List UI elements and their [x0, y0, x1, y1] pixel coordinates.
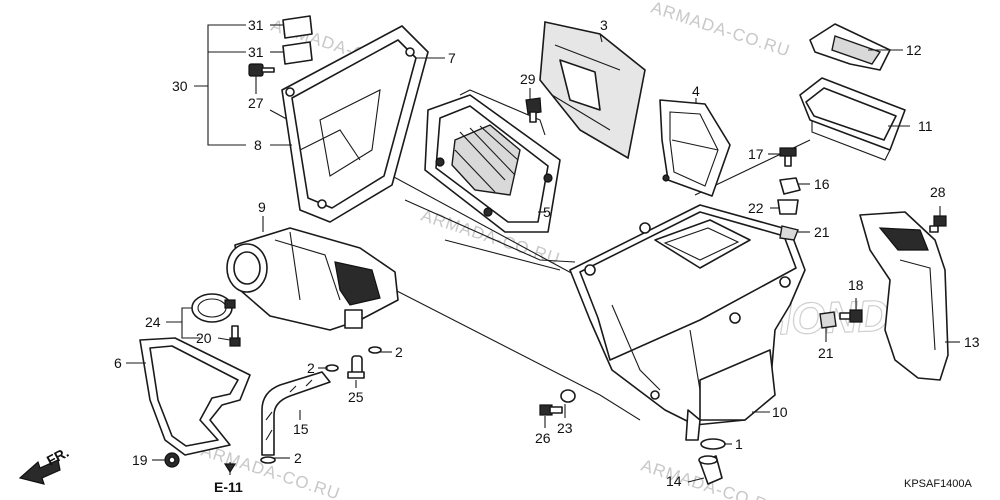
- nut-19: [164, 452, 180, 468]
- screw-28: [929, 215, 947, 233]
- callout-22: 22: [748, 200, 764, 216]
- callout-31: 31: [248, 17, 264, 33]
- callout-12: 12: [906, 42, 922, 58]
- intake-resonator: [226, 227, 399, 331]
- callout-28: 28: [930, 184, 946, 200]
- screw-27: [248, 63, 275, 77]
- fasteners-right: [777, 147, 863, 329]
- air-cleaner-cover: [281, 25, 429, 223]
- callout-8: 8: [254, 137, 262, 153]
- watermark-text: ARMADA-CO.RU: [649, 0, 793, 61]
- callout-21: 21: [814, 224, 830, 240]
- plug-25: [347, 355, 365, 379]
- drain-cap: [698, 455, 723, 485]
- callout-17: 17: [748, 146, 764, 162]
- leader-lines: [126, 24, 960, 483]
- bolt-26-washer-23: [539, 389, 576, 416]
- callout-25: 25: [348, 389, 364, 405]
- intake-duct: [799, 77, 906, 161]
- callout-13: 13: [964, 334, 980, 350]
- callout-1: 1: [735, 436, 743, 452]
- callout-15: 15: [293, 421, 309, 437]
- callout-5: 5: [543, 204, 551, 220]
- seal-pads: [282, 15, 313, 65]
- callout-23: 23: [557, 420, 573, 436]
- callout-26: 26: [535, 430, 551, 446]
- drain-hose: [261, 371, 331, 456]
- callout-20: 20: [196, 330, 212, 346]
- callout-labels: 31 31 30 27 8 7 29 3 4 12 11 17 16 22 21…: [114, 17, 980, 489]
- callout-2: 2: [395, 344, 403, 360]
- side-cover: [859, 211, 949, 381]
- reference-label: E-11: [214, 479, 243, 495]
- case-gasket: [139, 337, 251, 456]
- reference-marker: E-11: [214, 462, 243, 495]
- callout-2: 2: [307, 360, 315, 376]
- callout-30: 30: [172, 78, 188, 94]
- callout-16: 16: [814, 176, 830, 192]
- foam-sheet: [539, 21, 646, 160]
- callout-11: 11: [918, 118, 933, 134]
- bolt-29: [525, 97, 542, 123]
- callout-6: 6: [114, 355, 122, 371]
- bolt-20: [229, 325, 241, 347]
- hose-clamp: [191, 293, 236, 323]
- air-filter-element: [424, 89, 561, 233]
- callout-10: 10: [772, 404, 788, 420]
- callout-29: 29: [520, 71, 536, 87]
- callout-14: 14: [666, 473, 682, 489]
- duct-cap: [809, 23, 891, 71]
- callout-7: 7: [448, 50, 456, 66]
- drawing-code: KPSAF1400A: [904, 478, 973, 490]
- callout-9: 9: [258, 199, 266, 215]
- callout-31: 31: [248, 44, 264, 60]
- element-frame: [659, 99, 731, 197]
- callout-21: 21: [818, 345, 834, 361]
- front-direction-marker: FR.: [18, 444, 71, 485]
- callout-24: 24: [145, 314, 161, 330]
- air-cleaner-case: [569, 204, 806, 441]
- callout-4: 4: [692, 83, 700, 99]
- callout-27: 27: [248, 95, 264, 111]
- callout-19: 19: [132, 452, 148, 468]
- callout-3: 3: [600, 17, 608, 33]
- callout-18: 18: [848, 277, 864, 293]
- callout-2: 2: [294, 450, 302, 466]
